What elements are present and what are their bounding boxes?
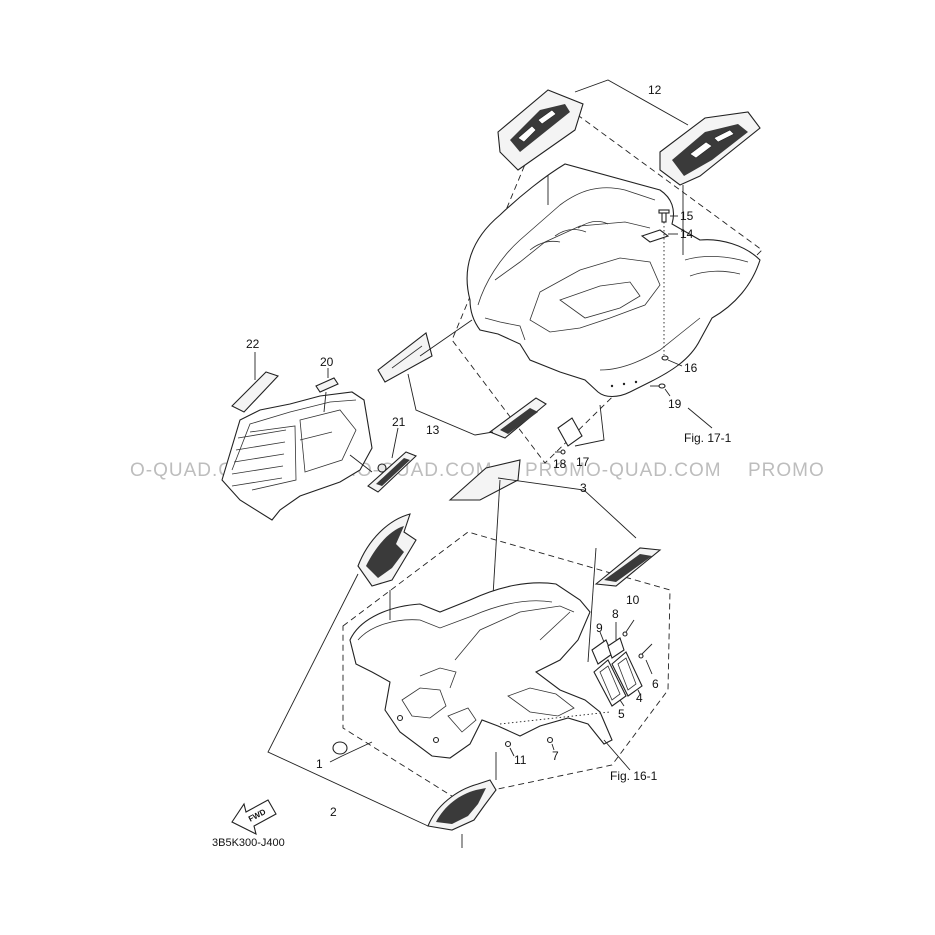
fwd-arrow-icon: FWD bbox=[231, 799, 277, 836]
part-17-plate[interactable] bbox=[557, 417, 583, 447]
decal-2-lower[interactable] bbox=[427, 779, 497, 831]
callout-19[interactable]: 19 bbox=[668, 397, 682, 411]
decal-13-stripe[interactable] bbox=[488, 397, 547, 439]
rear-fender-group bbox=[377, 79, 763, 464]
decal-22[interactable] bbox=[231, 371, 279, 413]
side-panel-group bbox=[221, 352, 418, 521]
decal-20[interactable] bbox=[315, 377, 339, 393]
callout-22[interactable]: 22 bbox=[246, 337, 260, 351]
callout-17[interactable]: 17 bbox=[576, 455, 590, 469]
part-6-screw[interactable] bbox=[638, 643, 653, 659]
decal-3-stripe[interactable] bbox=[594, 547, 662, 587]
watermark-center-2: PROMO-QUAD.COM bbox=[525, 460, 722, 481]
front-fender-group bbox=[267, 459, 671, 848]
callout-14[interactable]: 14 bbox=[680, 227, 694, 241]
callout-16[interactable]: 16 bbox=[684, 361, 698, 375]
decal-2-upper[interactable] bbox=[357, 513, 417, 587]
part-7-screw[interactable] bbox=[546, 736, 554, 744]
part-16-grommet[interactable] bbox=[661, 355, 669, 361]
callout-15[interactable]: 15 bbox=[680, 209, 694, 223]
callout-10[interactable]: 10 bbox=[626, 593, 640, 607]
callout-8[interactable]: 8 bbox=[612, 607, 619, 621]
watermark-right: PROMO bbox=[748, 460, 825, 481]
callout-4[interactable]: 4 bbox=[636, 691, 643, 705]
callout-6[interactable]: 6 bbox=[652, 677, 659, 691]
part-1-grommet[interactable] bbox=[332, 741, 348, 755]
callout-13[interactable]: 13 bbox=[426, 423, 440, 437]
callout-20[interactable]: 20 bbox=[320, 355, 334, 369]
leader-12 bbox=[574, 79, 689, 126]
part-18-screw[interactable] bbox=[555, 449, 566, 455]
decal-12-left[interactable] bbox=[497, 89, 584, 171]
callout-12[interactable]: 12 bbox=[648, 83, 662, 97]
part-11-screw[interactable] bbox=[504, 740, 512, 748]
part-9-panel[interactable] bbox=[591, 639, 613, 665]
decal-21[interactable] bbox=[367, 451, 418, 493]
part-19-screw[interactable] bbox=[650, 383, 666, 389]
callouts: 12 15 14 16 19 22 20 21 13 18 17 3 10 8 … bbox=[246, 83, 698, 819]
rear-fender-rivets bbox=[610, 380, 638, 388]
decal-3-top[interactable] bbox=[448, 459, 521, 501]
leader-13 bbox=[407, 373, 494, 436]
decal-12-right[interactable] bbox=[659, 111, 761, 186]
callout-3[interactable]: 3 bbox=[580, 481, 587, 495]
callout-2[interactable]: 2 bbox=[330, 805, 337, 819]
callout-9[interactable]: 9 bbox=[596, 621, 603, 635]
side-panel-louvers bbox=[231, 425, 297, 491]
callout-7[interactable]: 7 bbox=[552, 749, 559, 763]
part-14-clip[interactable] bbox=[640, 229, 670, 243]
callout-1[interactable]: 1 bbox=[316, 757, 323, 771]
leader-2 bbox=[267, 573, 429, 827]
part-8-panel[interactable] bbox=[607, 637, 625, 659]
decal-13-pad[interactable] bbox=[377, 332, 433, 383]
fig-ref-rear[interactable]: Fig. 17-1 bbox=[684, 431, 732, 445]
fig-ref-front[interactable]: Fig. 16-1 bbox=[610, 769, 658, 783]
callout-21[interactable]: 21 bbox=[392, 415, 406, 429]
part-code-label: 3B5K300-J400 bbox=[212, 837, 285, 849]
leader-3 bbox=[497, 477, 637, 539]
front-fig-boundary bbox=[342, 531, 671, 799]
callout-5[interactable]: 5 bbox=[618, 707, 625, 721]
callout-11[interactable]: 11 bbox=[514, 753, 527, 767]
part-5-panel[interactable] bbox=[593, 659, 627, 707]
part-4-panel[interactable] bbox=[611, 651, 643, 697]
callout-18[interactable]: 18 bbox=[553, 457, 567, 471]
part-10-screw[interactable] bbox=[622, 619, 635, 637]
front-fender-body[interactable] bbox=[349, 582, 613, 759]
